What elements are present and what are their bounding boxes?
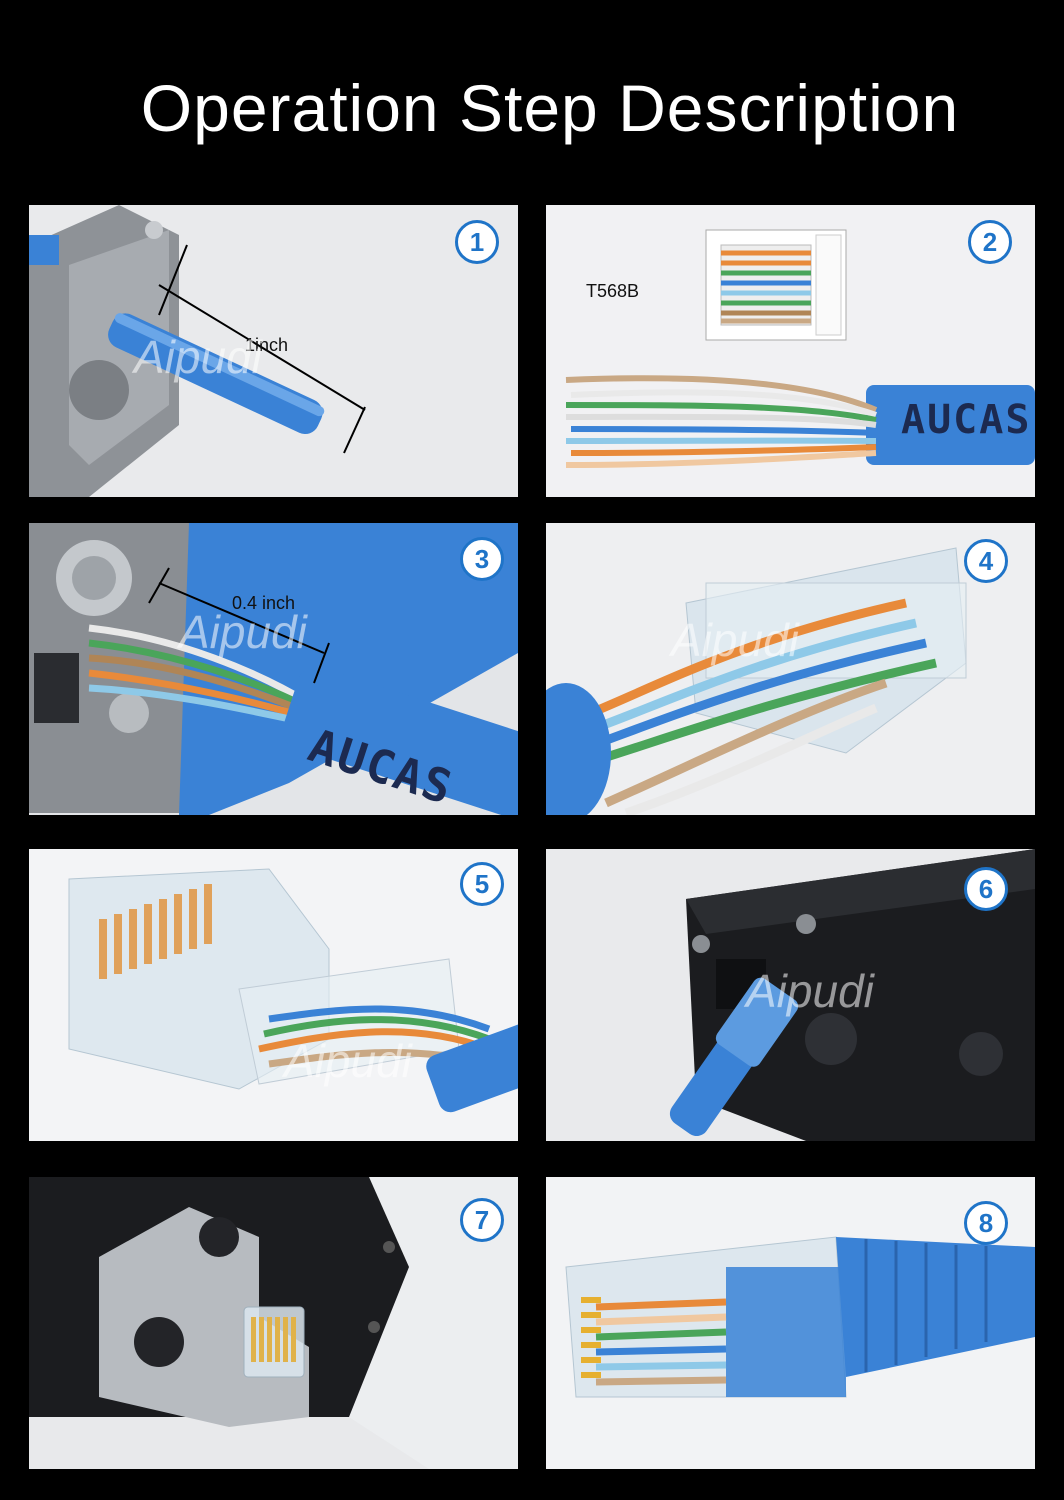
step-6-watermark: Aipudi — [746, 965, 874, 1017]
step-1-watermark: Aipudi — [134, 331, 262, 383]
step-4-watermark: Aipudi — [671, 614, 799, 666]
step-2-standard-label: T568B — [586, 281, 640, 301]
step-1-measurement-label: 1inch — [245, 335, 289, 355]
page-title: Operation Step Description — [140, 71, 960, 145]
step-1-badge: 1 — [455, 220, 499, 264]
step-8-illustration — [565, 1236, 1035, 1398]
step-4-badge: 4 — [964, 539, 1008, 583]
step-5-panel: Aipudi 5 — [29, 849, 518, 1141]
step-1-illustration — [29, 205, 366, 497]
step-6-illustration — [669, 849, 1035, 1141]
step-5-watermark: Aipudi — [284, 1035, 412, 1087]
step-8-badge: 8 — [964, 1201, 1008, 1245]
step-2-badge: 2 — [968, 220, 1012, 264]
step-7-badge: 7 — [460, 1198, 504, 1242]
step-3-panel: 0.4 inch Aipudi AUCAS 3 — [29, 523, 518, 815]
step-3-measurement-label: 0.4 inch — [232, 593, 296, 613]
step-4-panel: Aipudi 4 — [546, 523, 1035, 815]
step-2-panel: T568B AUCAS 2 — [546, 205, 1035, 497]
step-2-cable-brand: AUCAS — [901, 397, 1032, 443]
step-8-panel: 8 — [546, 1177, 1035, 1469]
step-3-badge: 3 — [460, 537, 504, 581]
step-1-panel: 1inch Aipudi 1 — [29, 205, 518, 497]
step-3-watermark: Aipudi — [179, 606, 307, 658]
step-7-illustration — [29, 1177, 429, 1469]
step-5-illustration — [68, 868, 518, 1113]
step-4-illustration — [546, 547, 967, 815]
step-3-illustration — [29, 523, 518, 815]
step-6-badge: 6 — [964, 867, 1008, 911]
step-2-illustration — [565, 229, 1035, 468]
step-5-badge: 5 — [460, 862, 504, 906]
step-7-panel: 7 — [29, 1177, 518, 1469]
step-6-panel: Aipudi 6 — [546, 849, 1035, 1141]
